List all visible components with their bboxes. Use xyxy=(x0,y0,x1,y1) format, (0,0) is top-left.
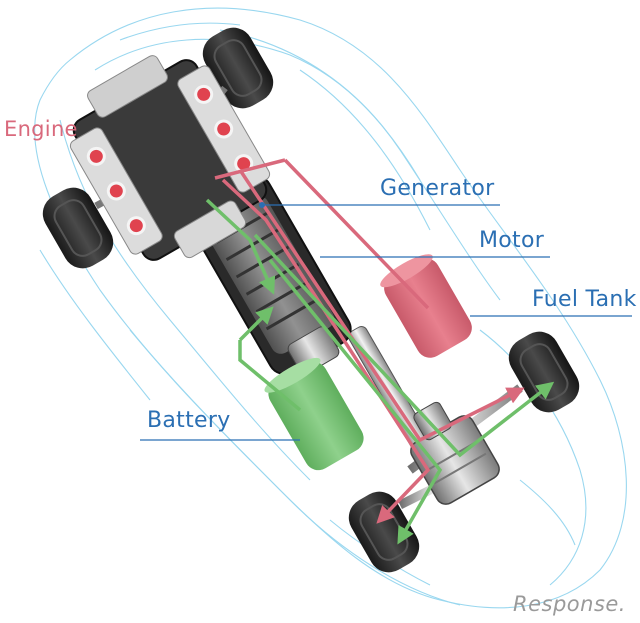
battery xyxy=(264,357,364,471)
generator-label: Generator xyxy=(380,176,495,201)
battery-label: Battery xyxy=(147,408,231,433)
tire-rear-left xyxy=(508,331,580,413)
electric-flow-lines xyxy=(205,198,555,545)
tire-rear-right xyxy=(348,491,420,573)
fuel-flow-lines xyxy=(214,158,525,524)
engine-label: Engine xyxy=(4,117,78,141)
fuel-tank-label: Fuel Tank xyxy=(532,287,637,312)
tire-front-right xyxy=(42,187,114,269)
response-watermark: Response. xyxy=(513,592,626,616)
cylinder-plugs xyxy=(86,84,254,236)
leader-lines xyxy=(140,202,632,441)
motor-label: Motor xyxy=(479,228,545,253)
